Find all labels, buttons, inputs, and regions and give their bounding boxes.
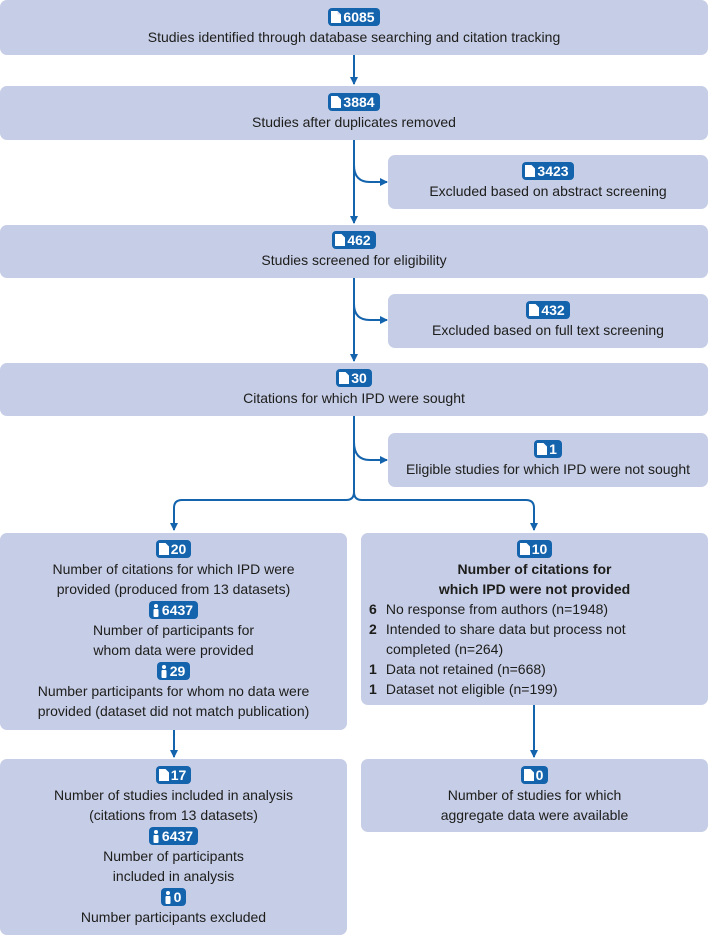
label-sought: Citations for which IPD were sought: [243, 390, 465, 406]
box-identified: 6085 Studies identified through database…: [0, 0, 708, 55]
label-provided-line1: Number of citations for which IPD were: [52, 561, 295, 577]
title-not-provided-line1: Number of citations for: [457, 561, 612, 577]
label-aggregate-line2: aggregate data were available: [440, 807, 629, 823]
document-icon: [158, 543, 169, 555]
document-icon: [525, 165, 536, 177]
list-item-continuation: completed (n=264): [386, 641, 504, 657]
count-badge-identified: 6085: [328, 8, 380, 26]
label-screened: Studies screened for eligibility: [261, 252, 447, 268]
count-badge-not-provided: 10: [516, 540, 553, 558]
excluded-participants-badge: 0: [160, 888, 187, 906]
person-icon: [161, 664, 167, 678]
label-excluded-participants: Number participants excluded: [80, 909, 267, 925]
box-not-sought: 1 Eligible studies for which IPD were no…: [388, 433, 708, 487]
arrow-to-not-sought: [353, 441, 388, 464]
box-screened: 462 Studies screened for eligibility: [0, 225, 708, 278]
label-nodata-line2: provided (dataset did not match publicat…: [37, 703, 310, 719]
person-icon: [165, 890, 171, 904]
arrow-split-right: [353, 491, 538, 531]
box-sought: 30 Citations for which IPD were sought: [0, 363, 708, 416]
count-badge-not-sought: 1: [534, 440, 562, 458]
box-aggregate: 0 Number of studies for which aggregate …: [361, 759, 708, 832]
label-excluded-fulltext: Excluded based on full text screening: [432, 322, 664, 338]
count-badge-aggregate: 0: [520, 766, 549, 784]
count-badge-provided: 20: [155, 540, 192, 558]
list-item: 1 Dataset not eligible (n=199): [369, 681, 558, 697]
count-badge-after-duplicates: 3884: [328, 93, 380, 111]
document-icon: [529, 304, 540, 316]
arrow-to-excluded-abstract: [353, 164, 388, 186]
document-icon: [335, 234, 346, 246]
document-icon: [519, 543, 530, 555]
label-excluded-abstract: Excluded based on abstract screening: [429, 183, 667, 199]
count-badge-sought: 30: [336, 369, 372, 387]
label-after-duplicates: Studies after duplicates removed: [252, 114, 456, 130]
box-excluded-abstract: 3423 Excluded based on abstract screenin…: [388, 155, 708, 209]
arrow-split-left: [170, 491, 355, 531]
document-icon: [331, 96, 342, 108]
box-included: 17 Number of studies included in analysi…: [0, 759, 347, 935]
box-excluded-fulltext: 432 Excluded based on full text screenin…: [388, 294, 708, 348]
label-participants-provided-line2: whom data were provided: [93, 642, 254, 658]
label-included-line2: (citations from 13 datasets): [89, 807, 258, 823]
label-aggregate-line1: Number of studies for which: [447, 787, 622, 803]
list-item: 6 No response from authors (n=1948): [369, 601, 609, 617]
count-badge-included: 17: [155, 766, 192, 784]
label-participants-provided-line1: Number of participants for: [92, 622, 255, 638]
count-badge-excluded-fulltext: 432: [526, 301, 570, 319]
count-badge-excluded-abstract: 3423: [522, 162, 574, 180]
title-not-provided-line2: which IPD were not provided: [438, 581, 631, 597]
label-participants-included-line2: included in analysis: [112, 868, 235, 884]
participants-badge-provided: 6437: [148, 601, 199, 619]
box-after-duplicates: 3884 Studies after duplicates removed: [0, 86, 708, 140]
box-not-provided: 10 Number of citations for which IPD wer…: [361, 533, 708, 705]
count-badge-screened: 462: [332, 231, 376, 249]
label-not-sought: Eligible studies for which IPD were not …: [405, 461, 691, 477]
label-provided-line2: provided (produced from 13 datasets): [56, 581, 291, 597]
person-icon: [153, 603, 159, 617]
document-icon: [331, 11, 342, 23]
participants-badge-included: 6437: [148, 827, 199, 845]
label-identified: Studies identified through database sear…: [147, 29, 561, 45]
person-icon: [153, 829, 159, 843]
document-icon: [523, 769, 534, 781]
document-icon: [339, 372, 350, 384]
arrow-to-excluded-fulltext: [353, 303, 388, 324]
label-participants-included-line1: Number of participants: [103, 848, 244, 864]
list-item: 1 Data not retained (n=668): [369, 661, 546, 677]
reasons-list: 6 No response from authors (n=1948) 2 In…: [361, 599, 708, 699]
nodata-badge: 29: [156, 662, 191, 680]
box-provided: 20 Number of citations for which IPD wer…: [0, 533, 347, 730]
document-icon: [537, 443, 548, 455]
label-included-line1: Number of studies included in analysis: [54, 787, 293, 803]
label-nodata-line1: Number participants for whom no data wer…: [37, 683, 310, 699]
list-item: 2 Intended to share data but process not: [369, 621, 626, 637]
document-icon: [158, 769, 169, 781]
